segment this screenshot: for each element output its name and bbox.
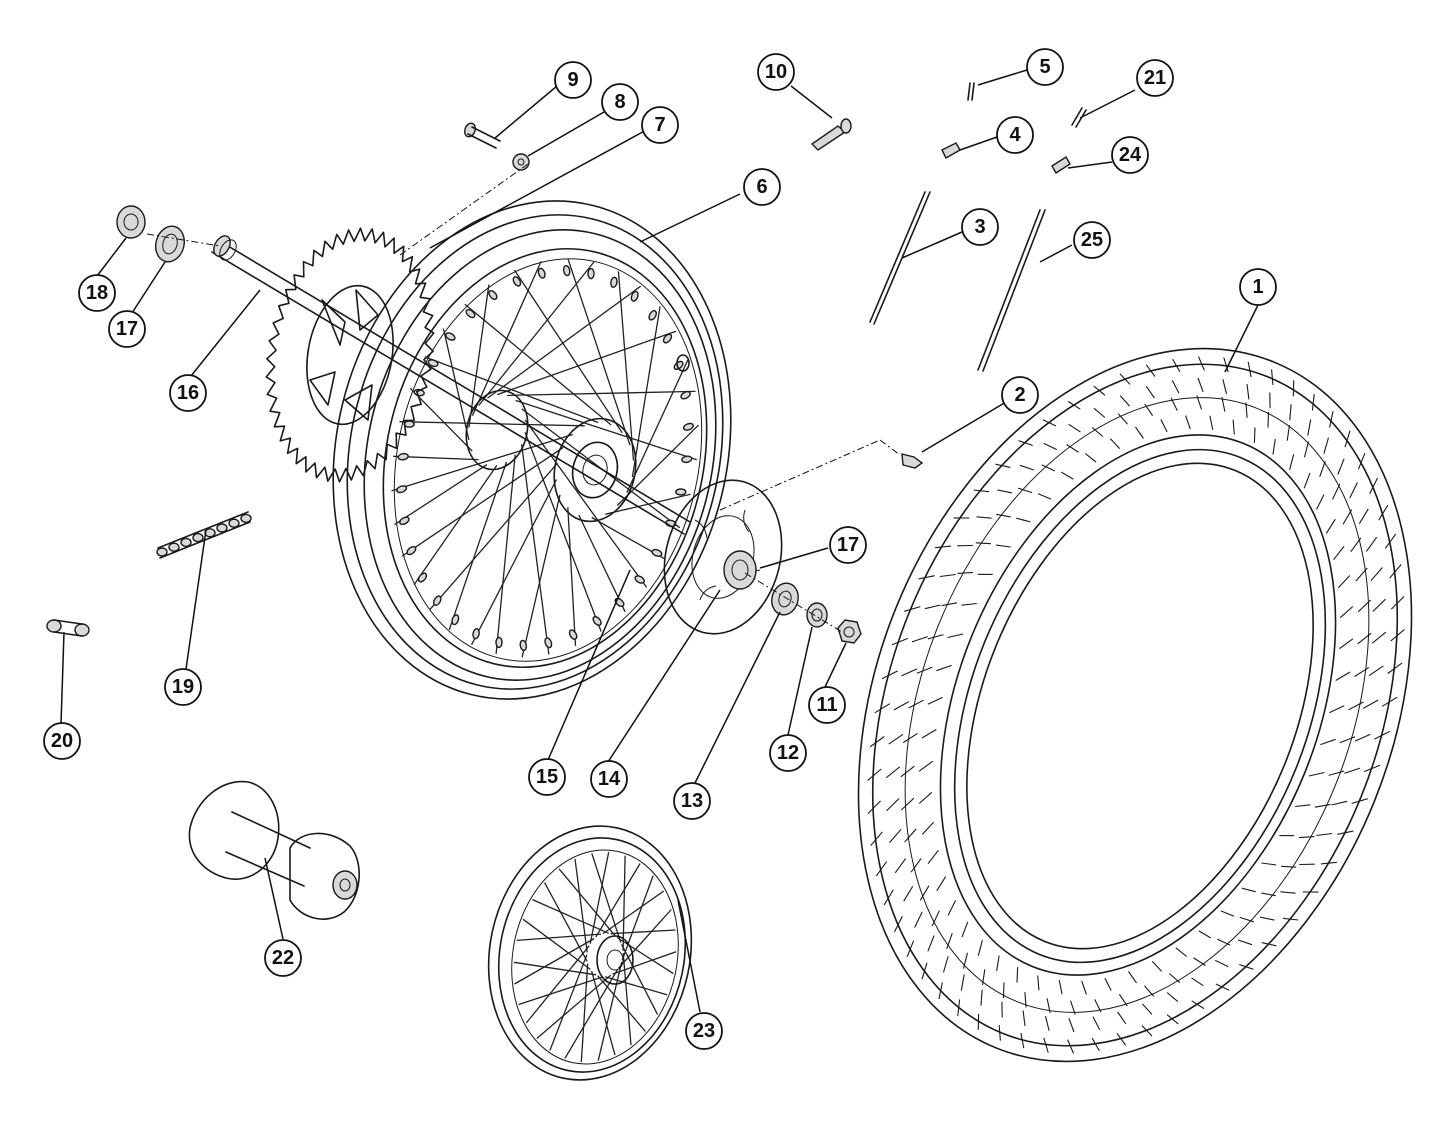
callout-5: 5	[1026, 48, 1064, 86]
svg-text:9: 9	[567, 69, 578, 91]
spacer-left	[116, 205, 146, 239]
svg-text:2: 2	[1014, 384, 1025, 406]
svg-text:15: 15	[536, 766, 558, 788]
nipple-head-5	[967, 82, 975, 101]
chain-link-20	[46, 619, 90, 637]
svg-text:1: 1	[1252, 276, 1263, 298]
wheel-hub	[465, 389, 637, 523]
bolt-9	[464, 122, 501, 149]
leader-lines	[60, 69, 1259, 1013]
spacer-13	[771, 582, 799, 616]
bearing-right	[723, 550, 757, 590]
callout-12: 12	[769, 734, 807, 772]
callout-17-left: 17	[108, 310, 146, 348]
callout-3: 3	[961, 208, 999, 246]
spoke-3	[869, 191, 931, 325]
assembly-center-lines	[146, 163, 901, 633]
svg-text:13: 13	[681, 790, 703, 812]
wheel-spokes	[391, 258, 699, 658]
nipple-4	[941, 142, 961, 159]
rear-sprocket	[265, 227, 435, 483]
svg-text:23: 23	[693, 1020, 715, 1042]
callout-17-right: 17	[829, 526, 867, 564]
nipple-head-21	[1071, 107, 1087, 128]
callout-6: 6	[743, 168, 781, 206]
svg-text:24: 24	[1119, 144, 1142, 166]
callout-19: 19	[164, 668, 202, 706]
callout-11: 11	[808, 686, 846, 724]
spoke-25	[977, 209, 1046, 372]
svg-text:21: 21	[1144, 67, 1166, 89]
hub-assembly-22	[188, 780, 360, 920]
callout-7: 7	[641, 106, 679, 144]
nut-11	[837, 619, 862, 644]
callout-4: 4	[996, 116, 1034, 154]
callout-24: 24	[1111, 136, 1149, 174]
callout-1: 1	[1239, 268, 1277, 306]
nipple-24	[1051, 156, 1071, 174]
svg-text:3: 3	[974, 216, 985, 238]
callout-2: 2	[1001, 376, 1039, 414]
callout-20: 20	[43, 722, 81, 760]
svg-text:12: 12	[777, 742, 799, 764]
svg-text:14: 14	[598, 768, 621, 790]
washer-12	[806, 602, 828, 628]
callout-14: 14	[590, 760, 628, 798]
bolt-2	[901, 453, 924, 469]
callout-22: 22	[264, 939, 302, 977]
svg-text:6: 6	[756, 176, 767, 198]
callout-23: 23	[685, 1012, 723, 1050]
tire-tread-blocks	[867, 356, 1405, 1054]
nut-8	[512, 153, 530, 171]
rear-wheel	[332, 200, 732, 700]
callout-9: 9	[554, 61, 592, 99]
callout-25: 25	[1073, 221, 1111, 259]
svg-text:18: 18	[86, 282, 108, 304]
callout-13: 13	[673, 782, 711, 820]
callout-15: 15	[528, 758, 566, 796]
callouts: 1 2 3 4 5 6 7 8 9 10 11 12 13 14 15 16 1…	[43, 48, 1277, 1050]
svg-text:5: 5	[1039, 56, 1050, 78]
axle	[211, 235, 691, 535]
svg-text:20: 20	[51, 730, 73, 752]
chain-19	[156, 511, 252, 559]
svg-text:7: 7	[654, 114, 665, 136]
svg-text:19: 19	[172, 676, 194, 698]
bearing-left	[154, 225, 186, 263]
callout-16: 16	[169, 374, 207, 412]
svg-text:11: 11	[816, 694, 837, 716]
callout-18: 18	[78, 274, 116, 312]
svg-text:22: 22	[272, 947, 294, 969]
svg-text:17: 17	[116, 318, 138, 340]
wheel-assembly-23	[487, 825, 693, 1081]
svg-text:17: 17	[837, 534, 859, 556]
callout-10: 10	[757, 53, 795, 91]
svg-text:4: 4	[1009, 124, 1021, 146]
valve-10	[810, 118, 852, 151]
svg-text:8: 8	[614, 91, 625, 113]
svg-text:25: 25	[1081, 229, 1103, 251]
callout-8: 8	[601, 83, 639, 121]
svg-text:10: 10	[765, 61, 787, 83]
tire	[857, 347, 1413, 1063]
callout-21: 21	[1136, 59, 1174, 97]
svg-text:16: 16	[177, 382, 199, 404]
